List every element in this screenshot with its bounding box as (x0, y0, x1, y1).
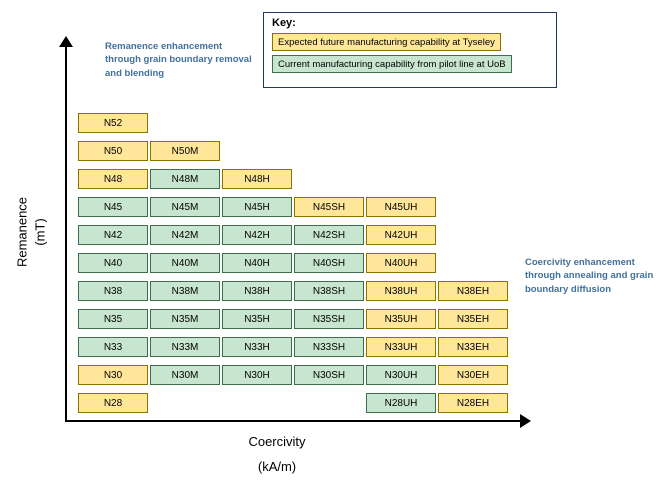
grade-cell-n35m: N35M (150, 309, 220, 329)
grade-cell-n40m: N40M (150, 253, 220, 273)
annotation-remanence-enhancement: Remanence enhancement through grain boun… (105, 41, 252, 79)
grade-cell-n30: N30 (78, 365, 148, 385)
grade-cell-n40: N40 (78, 253, 148, 273)
grade-cell-n40h: N40H (222, 253, 292, 273)
legend-item-current: Current manufacturing capability from pi… (272, 55, 512, 73)
grade-cell-n30sh: N30SH (294, 365, 364, 385)
grade-cell-n45: N45 (78, 197, 148, 217)
grade-cell-n28: N28 (78, 393, 148, 413)
grade-cell-n33uh: N33UH (366, 337, 436, 357)
grade-cell-n45m: N45M (150, 197, 220, 217)
grade-cell-n28eh: N28EH (438, 393, 508, 413)
x-axis-line (65, 420, 523, 422)
grade-cell-n30eh: N30EH (438, 365, 508, 385)
grade-cell-n42: N42 (78, 225, 148, 245)
legend-item-future: Expected future manufacturing capability… (272, 33, 501, 51)
y-axis-label-line1: Remanence (14, 196, 30, 268)
grade-cell-n30uh: N30UH (366, 365, 436, 385)
grade-cell-n35: N35 (78, 309, 148, 329)
annotation-coercivity-enhancement: Coercivity enhancement through annealing… (525, 257, 654, 295)
grade-cell-n45sh: N45SH (294, 197, 364, 217)
y-axis-label-line2: (mT) (32, 218, 47, 246)
x-axis-label-line1: Coercivity (248, 434, 306, 449)
y-axis-line (65, 46, 67, 422)
x-axis-arrow-icon (520, 414, 531, 428)
grade-cell-n42uh: N42UH (366, 225, 436, 245)
grade-cell-n30m: N30M (150, 365, 220, 385)
grade-cell-n40uh: N40UH (366, 253, 436, 273)
grade-cell-n40sh: N40SH (294, 253, 364, 273)
grade-cell-n38: N38 (78, 281, 148, 301)
grade-cell-n38sh: N38SH (294, 281, 364, 301)
grade-cell-n28uh: N28UH (366, 393, 436, 413)
grade-cell-n35eh: N35EH (438, 309, 508, 329)
grade-cell-n35uh: N35UH (366, 309, 436, 329)
grade-cell-n50m: N50M (150, 141, 220, 161)
y-axis-arrow-icon (59, 36, 73, 47)
grade-cell-n33m: N33M (150, 337, 220, 357)
grade-cell-n38uh: N38UH (366, 281, 436, 301)
x-axis-label-line2: (kA/m) (257, 458, 297, 474)
x-axis-label: Coercivity (kA/m) (207, 430, 347, 479)
grade-cell-n38h: N38H (222, 281, 292, 301)
grade-cell-n42h: N42H (222, 225, 292, 245)
grade-cell-n50: N50 (78, 141, 148, 161)
y-axis-label: Remanence (mT) (13, 197, 48, 267)
grade-cell-n33h: N33H (222, 337, 292, 357)
grade-cell-n45uh: N45UH (366, 197, 436, 217)
grade-cell-n38eh: N38EH (438, 281, 508, 301)
grade-cell-n30h: N30H (222, 365, 292, 385)
grade-cell-n35sh: N35SH (294, 309, 364, 329)
grade-cell-n52: N52 (78, 113, 148, 133)
grade-cell-n33sh: N33SH (294, 337, 364, 357)
grade-cell-n42sh: N42SH (294, 225, 364, 245)
grade-cell-n38m: N38M (150, 281, 220, 301)
grade-cell-n35h: N35H (222, 309, 292, 329)
grade-cell-n48m: N48M (150, 169, 220, 189)
grade-cell-n33: N33 (78, 337, 148, 357)
legend-title: Key: (272, 17, 296, 29)
grade-cell-n42m: N42M (150, 225, 220, 245)
grade-cell-n48: N48 (78, 169, 148, 189)
grade-cell-n33eh: N33EH (438, 337, 508, 357)
grade-cell-n45h: N45H (222, 197, 292, 217)
legend: Key: Expected future manufacturing capab… (263, 12, 557, 88)
grade-cell-n48h: N48H (222, 169, 292, 189)
